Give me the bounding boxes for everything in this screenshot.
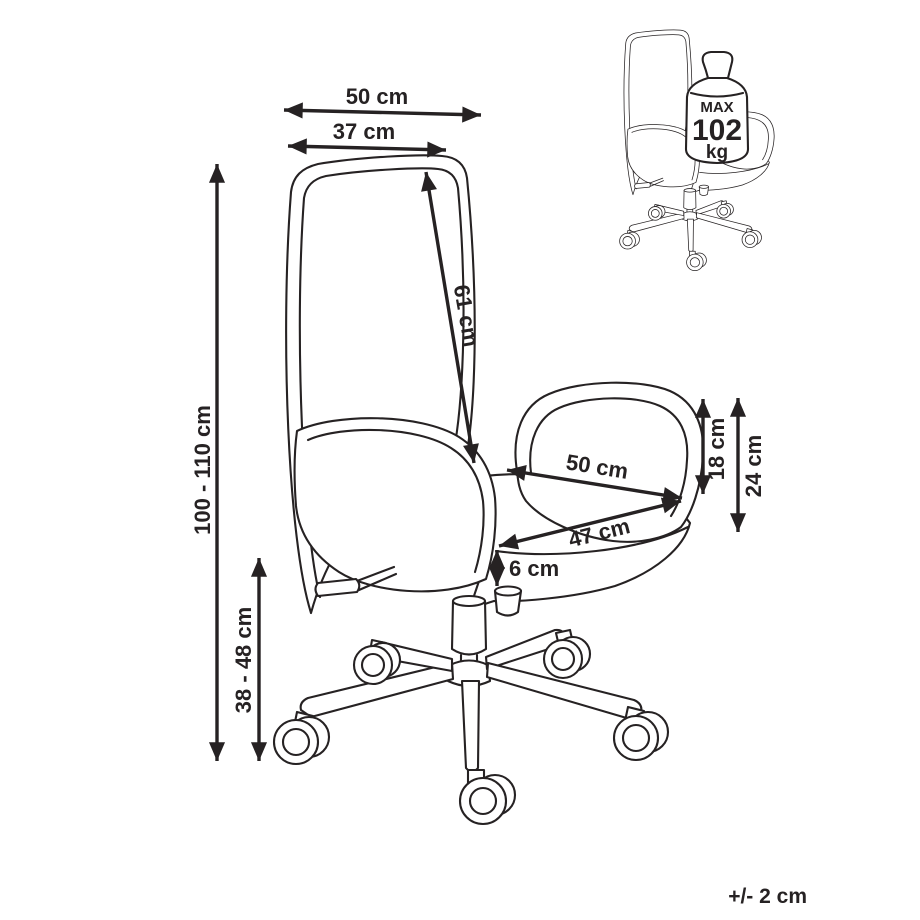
dim-label: 37 cm xyxy=(333,119,395,144)
dim-total-height: 100 - 110 cm xyxy=(190,164,226,762)
dim-armrest-above-seat: 18 cm xyxy=(694,399,729,494)
dim-backrest-height: 61 cm xyxy=(421,171,484,464)
dim-back-width-inner: 37 cm xyxy=(287,119,447,158)
dim-label: 100 - 110 cm xyxy=(190,405,215,535)
tolerance-note: +/- 2 cm xyxy=(728,885,807,908)
dim-label: 6 cm xyxy=(509,556,559,581)
dim-label: 24 cm xyxy=(741,435,766,497)
dim-cushion-thickness: 6 cm xyxy=(488,549,559,587)
max-load-value: 102 xyxy=(692,114,742,147)
dim-back-width-outer: 50 cm xyxy=(283,84,482,123)
dim-label: 38 - 48 cm xyxy=(231,607,256,713)
weight-icon xyxy=(684,50,750,165)
dim-armrest-height: 24 cm xyxy=(729,398,766,533)
dim-label: 50 cm xyxy=(346,84,408,109)
dim-seat-height-range: 38 - 48 cm xyxy=(231,557,268,762)
max-load-label: MAX xyxy=(700,99,733,116)
dim-label: 18 cm xyxy=(704,418,729,480)
max-load-unit: kg xyxy=(706,142,728,163)
